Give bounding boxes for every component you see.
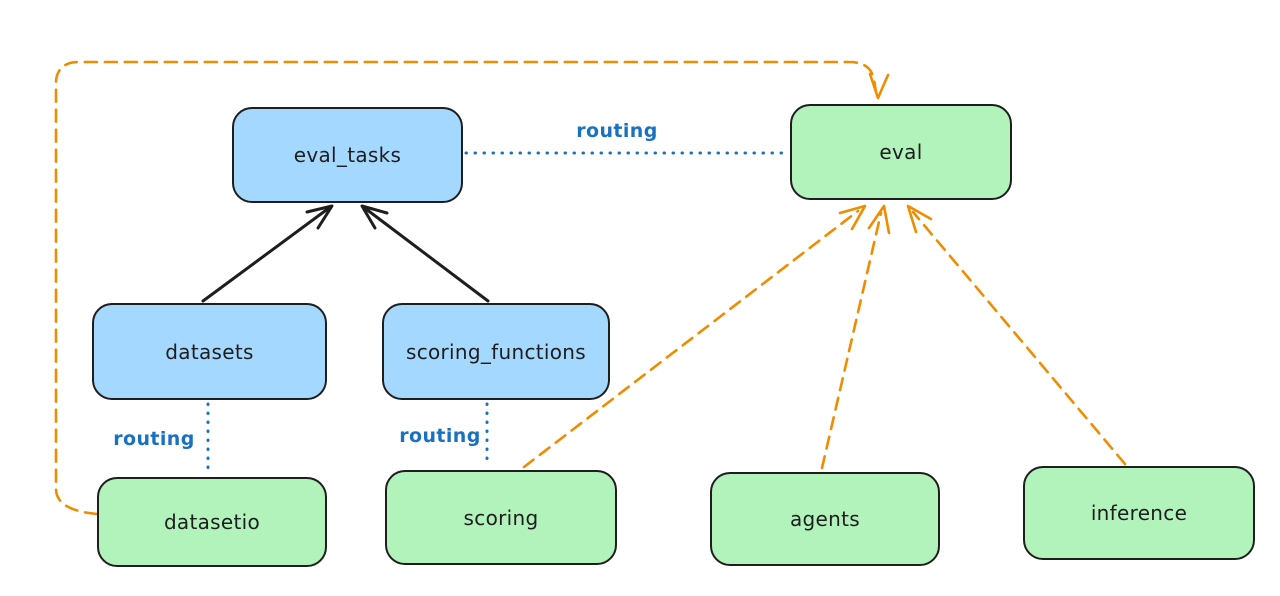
edge-datasetio-eval-line: [54, 60, 878, 516]
node-datasetio: datasetio: [97, 477, 327, 567]
node-scoring-label: scoring: [463, 505, 539, 530]
node-scoring: scoring: [385, 470, 617, 565]
node-datasets: datasets: [92, 303, 327, 400]
edge-label-routing-eval-tasks-eval: routing: [576, 120, 658, 142]
node-eval-tasks: eval_tasks: [232, 107, 463, 203]
edge-label-routing-scoring-functions-scoring: routing: [399, 425, 481, 447]
arrowhead-orange: [868, 72, 890, 100]
edge-scoring-eval-line: [522, 209, 860, 469]
edge-agents-eval-line: [820, 211, 883, 470]
edge-scoring-eval: [522, 204, 867, 469]
arrowhead-black: [305, 204, 334, 230]
edge-inference-eval-line: [911, 210, 1127, 466]
edge-scoring-functions-eval-tasks: [360, 204, 490, 303]
node-agents-label: agents: [790, 507, 860, 531]
edge-inference-eval: [906, 204, 1127, 466]
arrowhead-orange: [838, 204, 867, 231]
node-inference: inference: [1023, 466, 1255, 560]
edge-scoring-functions-eval-tasks-line: [364, 207, 490, 303]
node-agents: agents: [710, 472, 940, 566]
node-scoring-functions: scoring_functions: [382, 303, 610, 400]
node-datasetio-label: datasetio: [163, 510, 261, 534]
arrowhead-black: [360, 204, 389, 230]
edge-agents-eval: [820, 204, 891, 470]
node-scoring-functions-label: scoring_functions: [405, 339, 587, 364]
node-eval: eval: [790, 104, 1012, 200]
edge-label-routing-datasets-datasetio: routing: [113, 428, 195, 450]
arrowhead-orange: [867, 204, 891, 235]
node-inference-label: inference: [1090, 501, 1188, 525]
edge-datasets-eval-tasks: [201, 204, 334, 303]
node-eval-tasks-label: eval_tasks: [293, 143, 402, 167]
edge-datasetio-eval: [54, 60, 890, 516]
arrowhead-orange: [906, 204, 933, 234]
edge-datasets-eval-tasks-line: [201, 206, 331, 303]
node-datasets-label: datasets: [165, 339, 254, 364]
node-eval-label: eval: [879, 140, 923, 164]
